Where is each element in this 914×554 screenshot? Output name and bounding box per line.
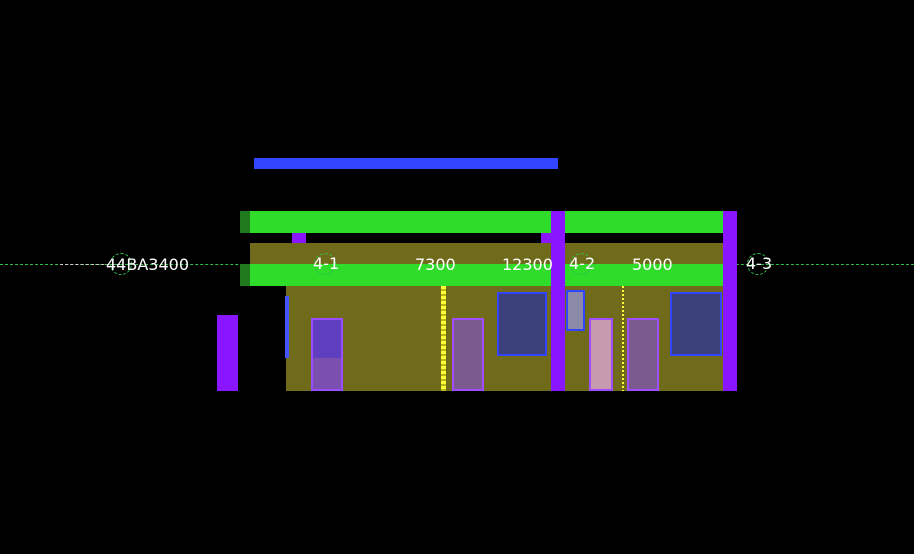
column-stub-left[interactable] xyxy=(292,233,306,243)
window-3[interactable] xyxy=(670,292,722,356)
door-1-lower-panel xyxy=(313,358,341,389)
column-stub-mid[interactable] xyxy=(541,233,551,243)
window-1[interactable] xyxy=(497,292,547,356)
grid-label-4-3: 4-3 xyxy=(746,254,773,273)
column-right[interactable] xyxy=(723,211,737,391)
column-mid[interactable] xyxy=(551,211,565,391)
door-2[interactable] xyxy=(452,318,484,391)
upper-slab[interactable] xyxy=(240,211,723,233)
grid-bubble-left xyxy=(110,253,132,275)
roof-beam[interactable] xyxy=(254,158,558,169)
dimension-label-12300: 12300 xyxy=(502,255,553,274)
freestanding-column[interactable] xyxy=(217,315,238,391)
upper-slab-end-cap xyxy=(240,211,250,233)
window-2[interactable] xyxy=(566,290,585,331)
grid-bubble-4-3 xyxy=(747,253,769,275)
grid-label-4-1: 4-1 xyxy=(313,254,340,273)
door-3[interactable] xyxy=(589,318,613,391)
dimension-label-7300: 7300 xyxy=(415,255,456,274)
dimension-marker-2 xyxy=(622,286,624,391)
wall-edge-line xyxy=(285,296,289,358)
dimension-label-5000: 5000 xyxy=(632,255,673,274)
lower-slab-end-cap xyxy=(240,264,250,286)
grid-label-4-2: 4-2 xyxy=(569,254,596,273)
door-4[interactable] xyxy=(627,318,659,391)
grid-axis-line-left xyxy=(60,264,120,265)
grid-bubble-4-1 xyxy=(314,253,336,275)
dimension-marker-1 xyxy=(441,286,446,391)
lower-slab[interactable] xyxy=(240,264,723,286)
grid-label-left: 44BA3400 xyxy=(106,255,189,274)
wall-band[interactable] xyxy=(250,243,723,264)
grid-bubble-4-2 xyxy=(570,253,592,275)
